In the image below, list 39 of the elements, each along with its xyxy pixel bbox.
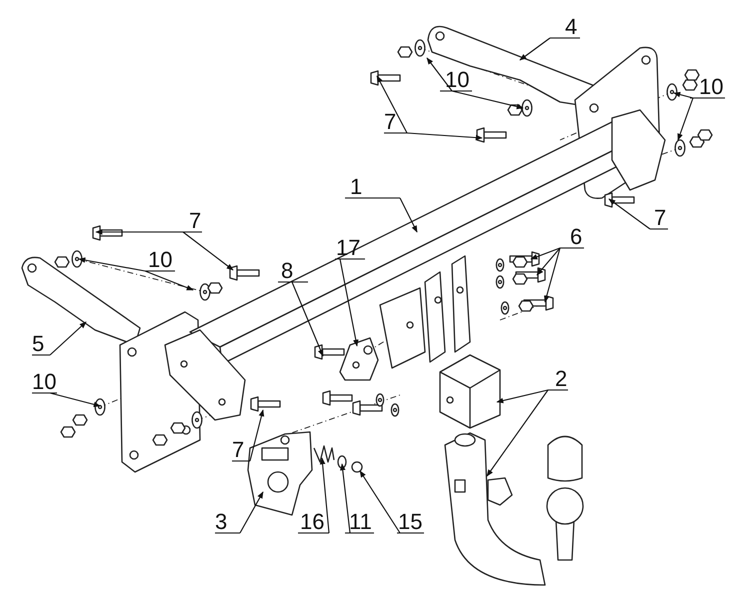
- leader-line: [31, 392, 101, 408]
- callout-number: 10: [445, 70, 470, 90]
- callout-number: 7: [654, 208, 666, 228]
- callout-number: 7: [189, 211, 202, 231]
- leader-line: [214, 491, 264, 534]
- callout-number: 17: [336, 238, 360, 258]
- callout-number: 11: [349, 512, 372, 532]
- callout-number: 5: [32, 334, 44, 354]
- callout-number: 7: [232, 440, 244, 460]
- leader-line: [340, 463, 375, 534]
- leader-line: [608, 198, 669, 230]
- callout-number: 16: [300, 512, 324, 532]
- leader-line: [231, 409, 264, 462]
- leader-line: [182, 231, 234, 271]
- leader-line: [376, 75, 408, 134]
- leader-line: [277, 281, 324, 357]
- leader-line: [677, 97, 726, 141]
- callout-number: 4: [565, 17, 578, 37]
- leader-line: [519, 37, 581, 61]
- callout-number: 1: [350, 177, 362, 197]
- leader-line: [297, 457, 330, 534]
- callout-number: 10: [32, 372, 56, 392]
- callout-number: 8: [281, 261, 294, 281]
- callout-number: 15: [398, 512, 422, 532]
- leader-line: [544, 247, 585, 303]
- callout-number: 2: [555, 369, 568, 389]
- callout-number: 10: [148, 250, 172, 270]
- leader-line: [344, 197, 418, 233]
- callout-number: 7: [384, 112, 396, 132]
- leader-line: [144, 270, 194, 291]
- leader-line: [31, 321, 87, 356]
- callout-number: 10: [699, 77, 724, 97]
- callout-number: 3: [215, 512, 228, 532]
- leader-line: [334, 258, 366, 347]
- leader-line: [383, 132, 483, 140]
- leader-line: [439, 90, 524, 110]
- callout-number: 6: [570, 227, 582, 247]
- leader-line: [359, 470, 425, 534]
- leader-line: [486, 389, 569, 477]
